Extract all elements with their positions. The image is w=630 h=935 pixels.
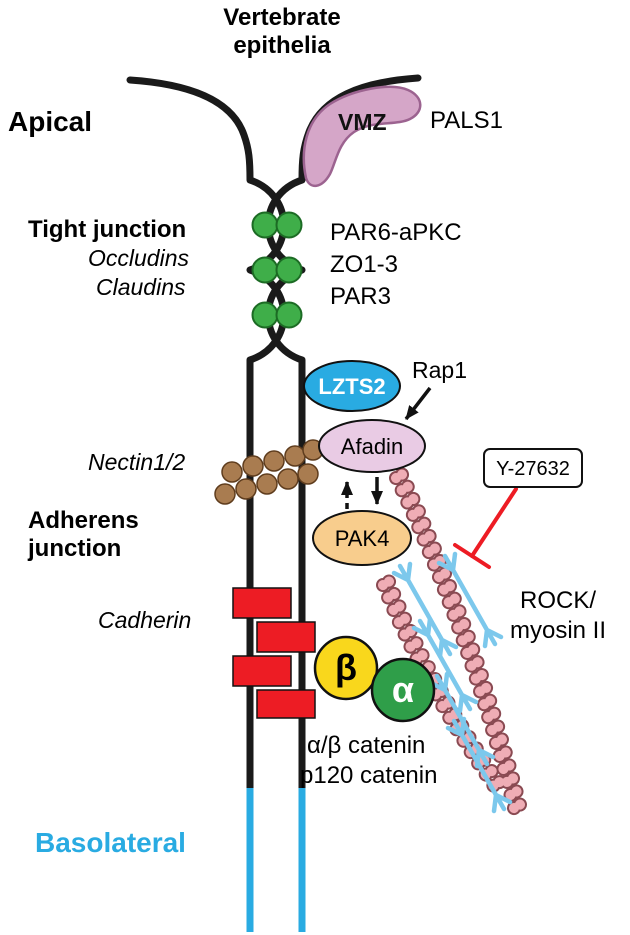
rap1-label: Rap1 — [412, 357, 467, 383]
apical-label: Apical — [8, 106, 92, 137]
afadin-label: Afadin — [341, 434, 403, 459]
occludins-label: Occludins — [88, 245, 189, 271]
alpha-catenin-circle — [370, 657, 436, 723]
afadin-ellipse — [318, 419, 426, 473]
cadherin-label: Cadherin — [98, 607, 191, 633]
tight-junction-label: Tight junction — [28, 216, 186, 243]
pals1-label: PALS1 — [430, 107, 503, 134]
beta-catenin-letter: β — [335, 647, 357, 688]
rap1-arrow — [404, 386, 432, 421]
nectin-cluster — [214, 439, 324, 505]
pak4-ellipse — [312, 510, 412, 566]
claudin-circle — [275, 211, 303, 239]
catenins-label-line1: α/β catenin — [307, 732, 425, 759]
claudins-label: Claudins — [96, 274, 186, 300]
cadherin-rect — [232, 587, 292, 619]
claudin-circle — [251, 301, 279, 329]
claudin-circle — [275, 301, 303, 329]
nectin-circle — [242, 455, 264, 477]
lzts2-label: LZTS2 — [318, 374, 385, 399]
adherens-junction-label-line1: Adherens — [28, 507, 139, 534]
vmz-pals1-blob — [302, 85, 422, 187]
myosin-bundle — [391, 561, 459, 659]
par6-apkc-label: PAR6-aPKC — [330, 219, 462, 246]
nectin-circle — [256, 473, 278, 495]
nectin-circle — [214, 483, 236, 505]
y27632-label: Y-27632 — [496, 458, 570, 480]
adherens-junction-label-line2: junction — [27, 535, 121, 562]
rock-label-line1: ROCK/ — [520, 587, 596, 614]
title-line1: Vertebrate — [223, 4, 340, 31]
nectin-circle — [277, 468, 299, 490]
nectin-circle — [297, 463, 319, 485]
cadherin-rect — [232, 655, 292, 687]
cadherin-rect — [256, 621, 316, 653]
basolateral-label: Basolateral — [35, 827, 186, 858]
tight-junction-strands — [251, 211, 303, 329]
zo1-3-label: ZO1-3 — [330, 251, 398, 278]
alpha-catenin-letter: α — [392, 669, 414, 710]
nectin-label: Nectin1/2 — [88, 449, 185, 475]
nectin-circle — [235, 478, 257, 500]
cadherin-rect — [256, 689, 316, 719]
membrane-basolateral — [246, 788, 306, 932]
beta-catenin-circle — [313, 635, 379, 701]
nectin-circle — [263, 450, 285, 472]
myosin-bundle — [411, 616, 479, 714]
cadherin-cluster — [232, 587, 316, 719]
nectin-circle — [284, 445, 306, 467]
claudin-circle — [275, 256, 303, 284]
par3-label: PAR3 — [330, 283, 391, 310]
myosin-bundle — [445, 716, 513, 814]
rock-label-line2: myosin II — [510, 617, 606, 644]
inhibition-line — [470, 487, 518, 558]
inhibitor-box — [483, 448, 583, 488]
catenins-label-line2: p120 catenin — [300, 762, 437, 789]
inhibition-symbol — [453, 487, 518, 569]
claudin-circle — [251, 256, 279, 284]
pak4-label: PAK4 — [335, 526, 390, 551]
nectin-circle — [221, 461, 243, 483]
inhibition-bar — [453, 543, 491, 569]
myosin-filaments — [391, 551, 513, 814]
lzts2-ellipse — [303, 360, 401, 412]
title-line2: epithelia — [233, 32, 331, 59]
myosin-bundle — [436, 551, 504, 649]
claudin-circle — [251, 211, 279, 239]
vmz-label: VMZ — [338, 109, 387, 135]
